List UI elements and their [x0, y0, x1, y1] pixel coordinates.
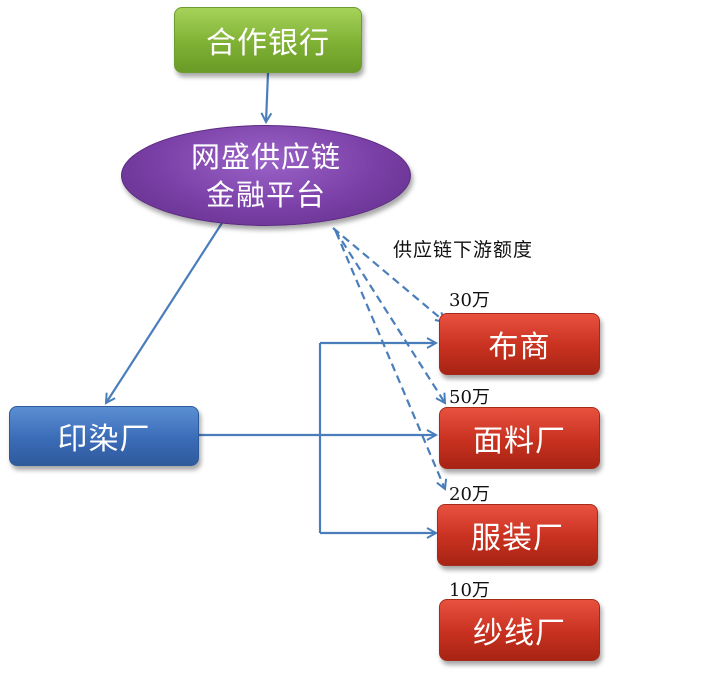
- garment-factory-amount: 20万: [449, 484, 490, 505]
- platform-node: 网盛供应链 金融平台: [121, 125, 411, 226]
- downstream-credit-caption: 供应链下游额度: [393, 239, 534, 261]
- garment-factory-node: 服装厂: [437, 504, 598, 566]
- fabric-factory-label: 面料厂: [473, 424, 566, 459]
- dashed-arrow-to-fabric-factory: [334, 229, 445, 403]
- platform-label-line1: 网盛供应链: [190, 139, 341, 174]
- bank-node: 合作银行: [174, 7, 362, 73]
- bank-label: 合作银行: [206, 26, 330, 61]
- yarn-factory-amount: 10万: [449, 580, 490, 601]
- arrow-platform-to-dyeing: [106, 222, 223, 403]
- cloth-merchant-node: 布商: [439, 313, 600, 375]
- arrow-bank-to-platform: [266, 72, 268, 122]
- cloth-merchant-amount: 30万: [449, 290, 490, 311]
- yarn-factory-label: 纱线厂: [473, 616, 566, 651]
- dashed-arrow-to-cloth-merchant: [332, 227, 445, 322]
- fabric-factory-node: 面料厂: [439, 407, 600, 469]
- fabric-factory-amount: 50万: [449, 387, 490, 408]
- platform-label-line2: 金融平台: [205, 177, 326, 212]
- dashed-arrow-to-garment-factory: [334, 231, 445, 489]
- dyeing-factory-label: 印染厂: [57, 422, 151, 457]
- dyeing-factory-node: 印染厂: [9, 406, 199, 466]
- cloth-merchant-label: 布商: [488, 330, 551, 365]
- garment-factory-label: 服装厂: [471, 521, 564, 556]
- yarn-factory-node: 纱线厂: [439, 599, 600, 661]
